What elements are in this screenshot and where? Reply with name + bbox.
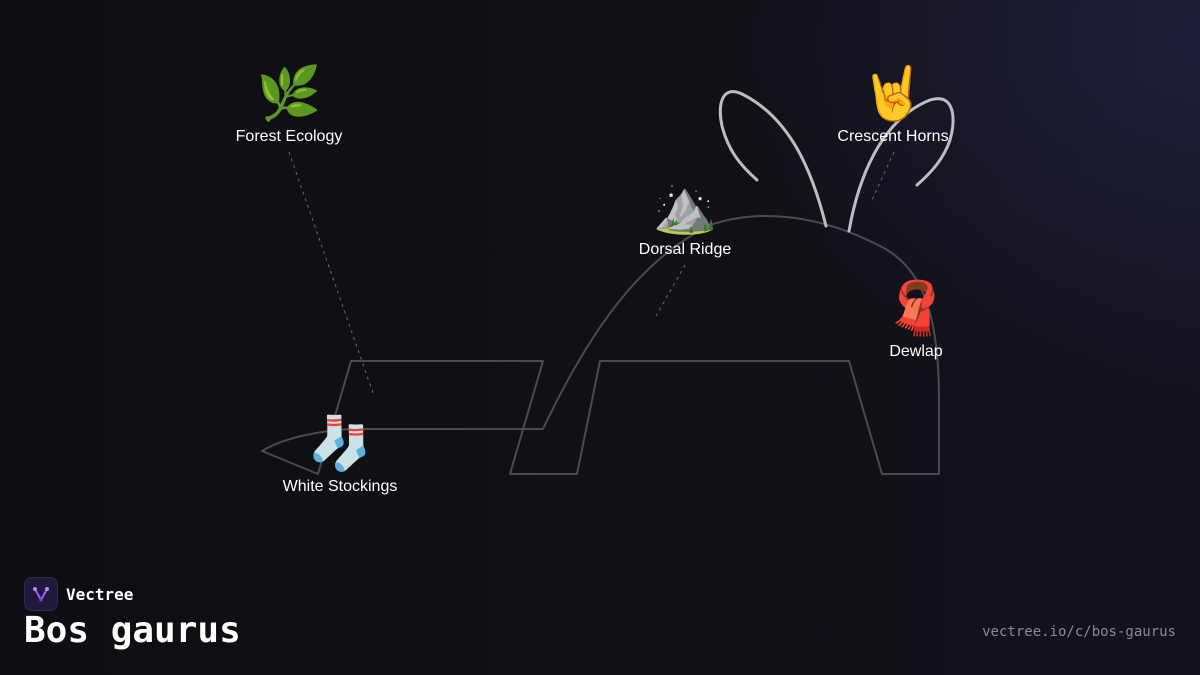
left-horn (718, 90, 828, 228)
node-label: Forest Ecology (235, 128, 343, 145)
leader-crescent-horns (871, 151, 895, 201)
node-label: Crescent Horns (837, 128, 949, 145)
leader-forest-ecology (288, 151, 374, 394)
node-label: Dorsal Ridge (638, 241, 732, 258)
socks-icon: 🧦 (307, 414, 373, 474)
mountain-icon: ⛰️ (652, 177, 718, 237)
vector-tree-logo-icon (24, 577, 58, 611)
leader-dorsal-ridge (655, 264, 686, 317)
body-outline (261, 214, 940, 475)
node-dorsal-ridge[interactable]: ⛰️ Dorsal Ridge (639, 177, 731, 259)
herb-icon: 🌿 (256, 64, 322, 124)
page-url[interactable]: vectree.io/c/bos-gaurus (982, 624, 1176, 640)
node-label: White Stockings (282, 478, 398, 495)
scarf-icon: 🧣 (883, 279, 949, 339)
page-title: Bos gaurus (24, 610, 241, 651)
node-forest-ecology[interactable]: 🌿 Forest Ecology (236, 64, 343, 146)
brand[interactable]: Vectree (24, 577, 133, 611)
brand-name: Vectree (66, 584, 134, 604)
node-crescent-horns[interactable]: 🤘 Crescent Horns (837, 64, 948, 146)
node-label: Dewlap (889, 343, 943, 360)
node-dewlap[interactable]: 🧣 Dewlap (884, 279, 949, 361)
horns-hand-icon: 🤘 (860, 64, 926, 124)
right-horn (847, 97, 955, 233)
node-white-stockings[interactable]: 🧦 White Stockings (283, 414, 398, 496)
